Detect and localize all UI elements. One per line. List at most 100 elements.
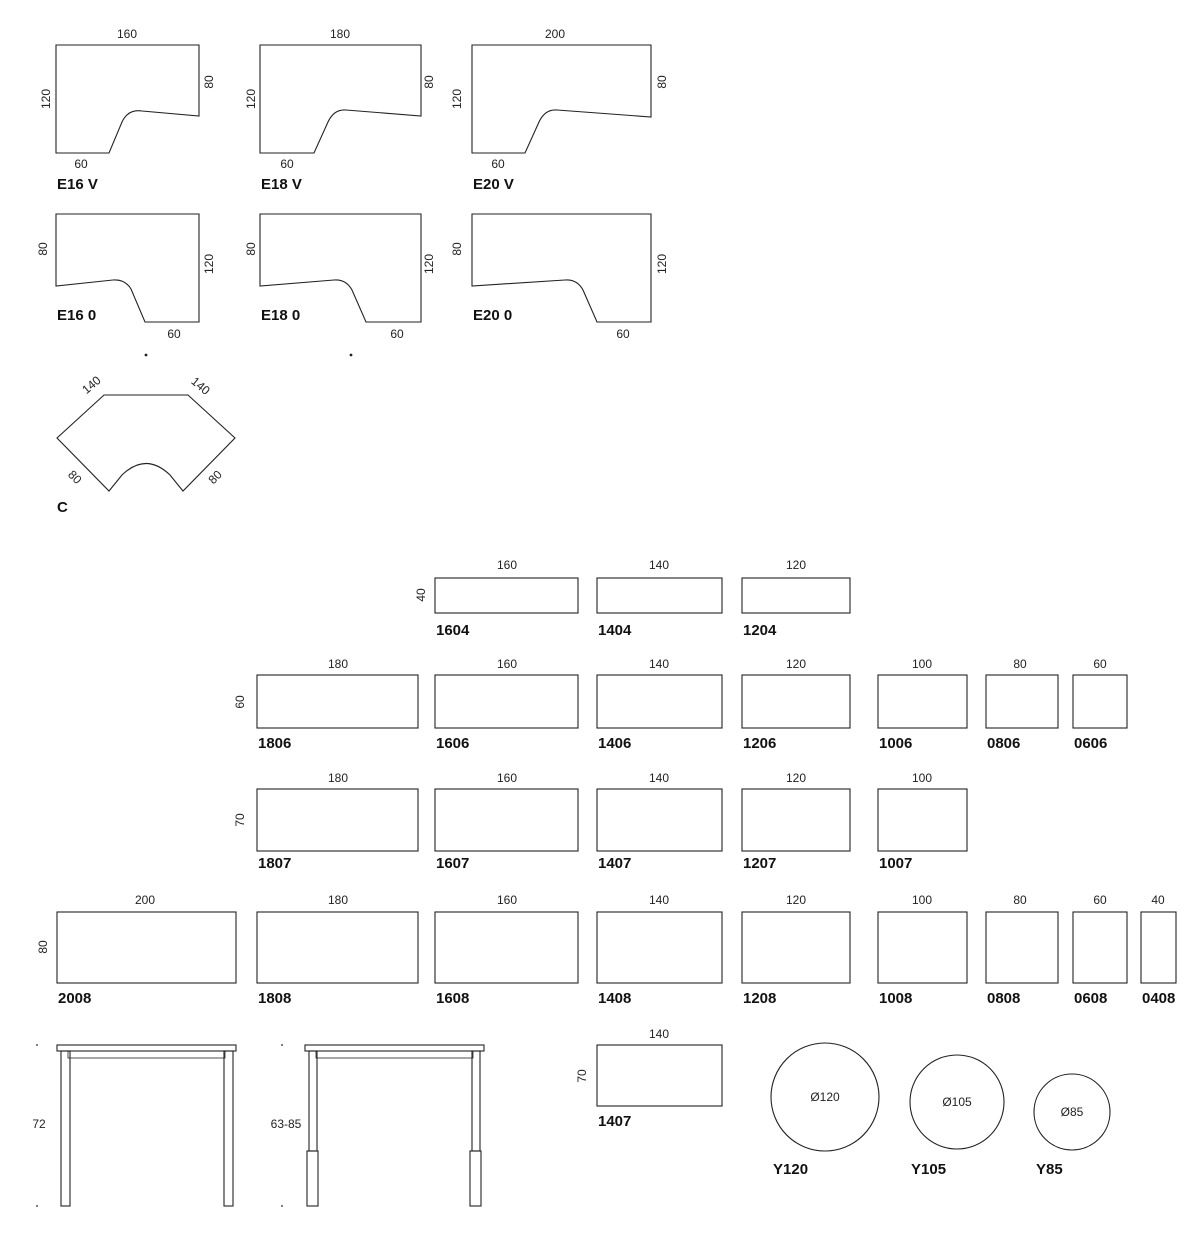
marker-dot (349, 353, 353, 357)
apron-rail (67, 1050, 226, 1059)
cutout-label: 60 (280, 157, 294, 171)
leg-upper-right (471, 1050, 481, 1152)
desk-1208: 120 1208 (741, 893, 851, 1007)
desk-1408: 140 1408 (596, 893, 723, 1007)
desk-outline (256, 911, 419, 984)
desk-outline (56, 911, 237, 984)
desk-outline (596, 674, 723, 729)
table-outline (909, 1054, 1005, 1150)
corner-desk-e160: 80 120 60 E16 0 (36, 213, 216, 341)
width-label: 160 (497, 893, 517, 907)
diameter-label: Ø85 (1061, 1105, 1084, 1119)
desk-1204: 120 1204 (741, 558, 851, 639)
product-code: 1007 (879, 855, 912, 872)
product-code: 1608 (436, 990, 469, 1007)
width-label: 60 (1093, 893, 1107, 907)
depth-label: 120 (244, 89, 258, 109)
apron-rail (315, 1050, 474, 1059)
product-code: 1407 (598, 1113, 631, 1130)
desk-1207: 120 1207 (741, 771, 851, 872)
fixed-leg-frame: 72 (32, 1044, 237, 1207)
height-label: 63-85 (271, 1117, 302, 1131)
desk-outline (596, 911, 723, 984)
row-depth-label: 40 (414, 588, 428, 602)
desk-1404: 140 1404 (596, 558, 723, 639)
corner-desk-outline (259, 213, 422, 323)
product-code: E16 0 (57, 307, 96, 324)
desk-outline (985, 674, 1059, 729)
corner-desk-outline (55, 44, 200, 154)
leg-right (223, 1050, 234, 1207)
desk-outline (741, 911, 851, 984)
width-label: 160 (497, 558, 517, 572)
leg-lower-right (469, 1150, 482, 1207)
desk-outline (596, 1044, 723, 1107)
width-label: 80 (1013, 657, 1027, 671)
depth-label: 80 (36, 242, 50, 256)
desk-outline (1072, 674, 1128, 729)
product-code: 1008 (879, 990, 912, 1007)
corner-desk-e200: 80 120 60 E20 0 (450, 213, 669, 341)
width-label: 140 (649, 893, 669, 907)
desk-outline (256, 788, 419, 852)
width-label: 160 (117, 27, 137, 41)
product-code: Y120 (773, 1161, 808, 1178)
corner-desk-outline (55, 213, 200, 323)
desk-outline (1072, 911, 1128, 984)
side-label: 120 (202, 254, 216, 274)
side-label: 80 (655, 75, 669, 89)
desk-outline (741, 674, 851, 729)
desk-outline (596, 577, 723, 614)
width-label: 100 (912, 657, 932, 671)
width-label: 100 (912, 893, 932, 907)
width-label: 180 (330, 27, 350, 41)
width-label: 100 (912, 771, 932, 785)
desk-1008: 100 1008 (877, 893, 968, 1007)
product-code: 1606 (436, 735, 469, 752)
row-depth-label: 60 (233, 695, 247, 709)
product-code: 1808 (258, 990, 291, 1007)
product-code: 1406 (598, 735, 631, 752)
desk-0608: 60 0608 (1072, 893, 1128, 1007)
product-code: 0606 (1074, 735, 1107, 752)
product-code: 0808 (987, 990, 1020, 1007)
width-label: 160 (497, 657, 517, 671)
corner-desk-e20v: 200 120 80 60 E20 V (450, 27, 669, 193)
product-code: 1407 (598, 855, 631, 872)
row-depth-label: 80 (36, 940, 50, 954)
desk-outline (434, 788, 579, 852)
product-code: 1204 (743, 622, 777, 639)
side-label: 120 (422, 254, 436, 274)
desk-outline (877, 788, 968, 852)
width-label: 120 (786, 771, 806, 785)
desk-2008: 200 2008 (56, 893, 237, 1007)
width-label: 80 (1013, 893, 1027, 907)
desk-outline (741, 788, 851, 852)
desk-outline (434, 674, 579, 729)
product-code: 1607 (436, 855, 469, 872)
round-table-y120: Ø120 Y120 (770, 1042, 880, 1178)
product-code: 1604 (436, 622, 470, 639)
desk-1608: 160 1608 (434, 893, 579, 1007)
depth-label: 120 (450, 89, 464, 109)
leg-left (60, 1050, 71, 1207)
desk-1407-extra: 140 70 1407 (575, 1027, 723, 1130)
leg-lower-left (306, 1150, 319, 1207)
product-code: 1207 (743, 855, 776, 872)
table-outline (770, 1042, 880, 1152)
desk-1604: 160 1604 (434, 558, 579, 639)
diameter-label: Ø120 (810, 1090, 840, 1104)
desktop-slab (56, 1044, 237, 1052)
product-code: 0806 (987, 735, 1020, 752)
product-code: 1408 (598, 990, 631, 1007)
width-label: 140 (649, 1027, 669, 1041)
desk-1407: 140 1407 (596, 771, 723, 872)
desk-outline (596, 788, 723, 852)
desk-outline (877, 911, 968, 984)
marker-dot (281, 1205, 283, 1207)
product-code: C (57, 499, 68, 516)
side-label: 80 (202, 75, 216, 89)
width-label: 120 (786, 558, 806, 572)
width-label: 200 (545, 27, 565, 41)
width-label: 180 (328, 657, 348, 671)
